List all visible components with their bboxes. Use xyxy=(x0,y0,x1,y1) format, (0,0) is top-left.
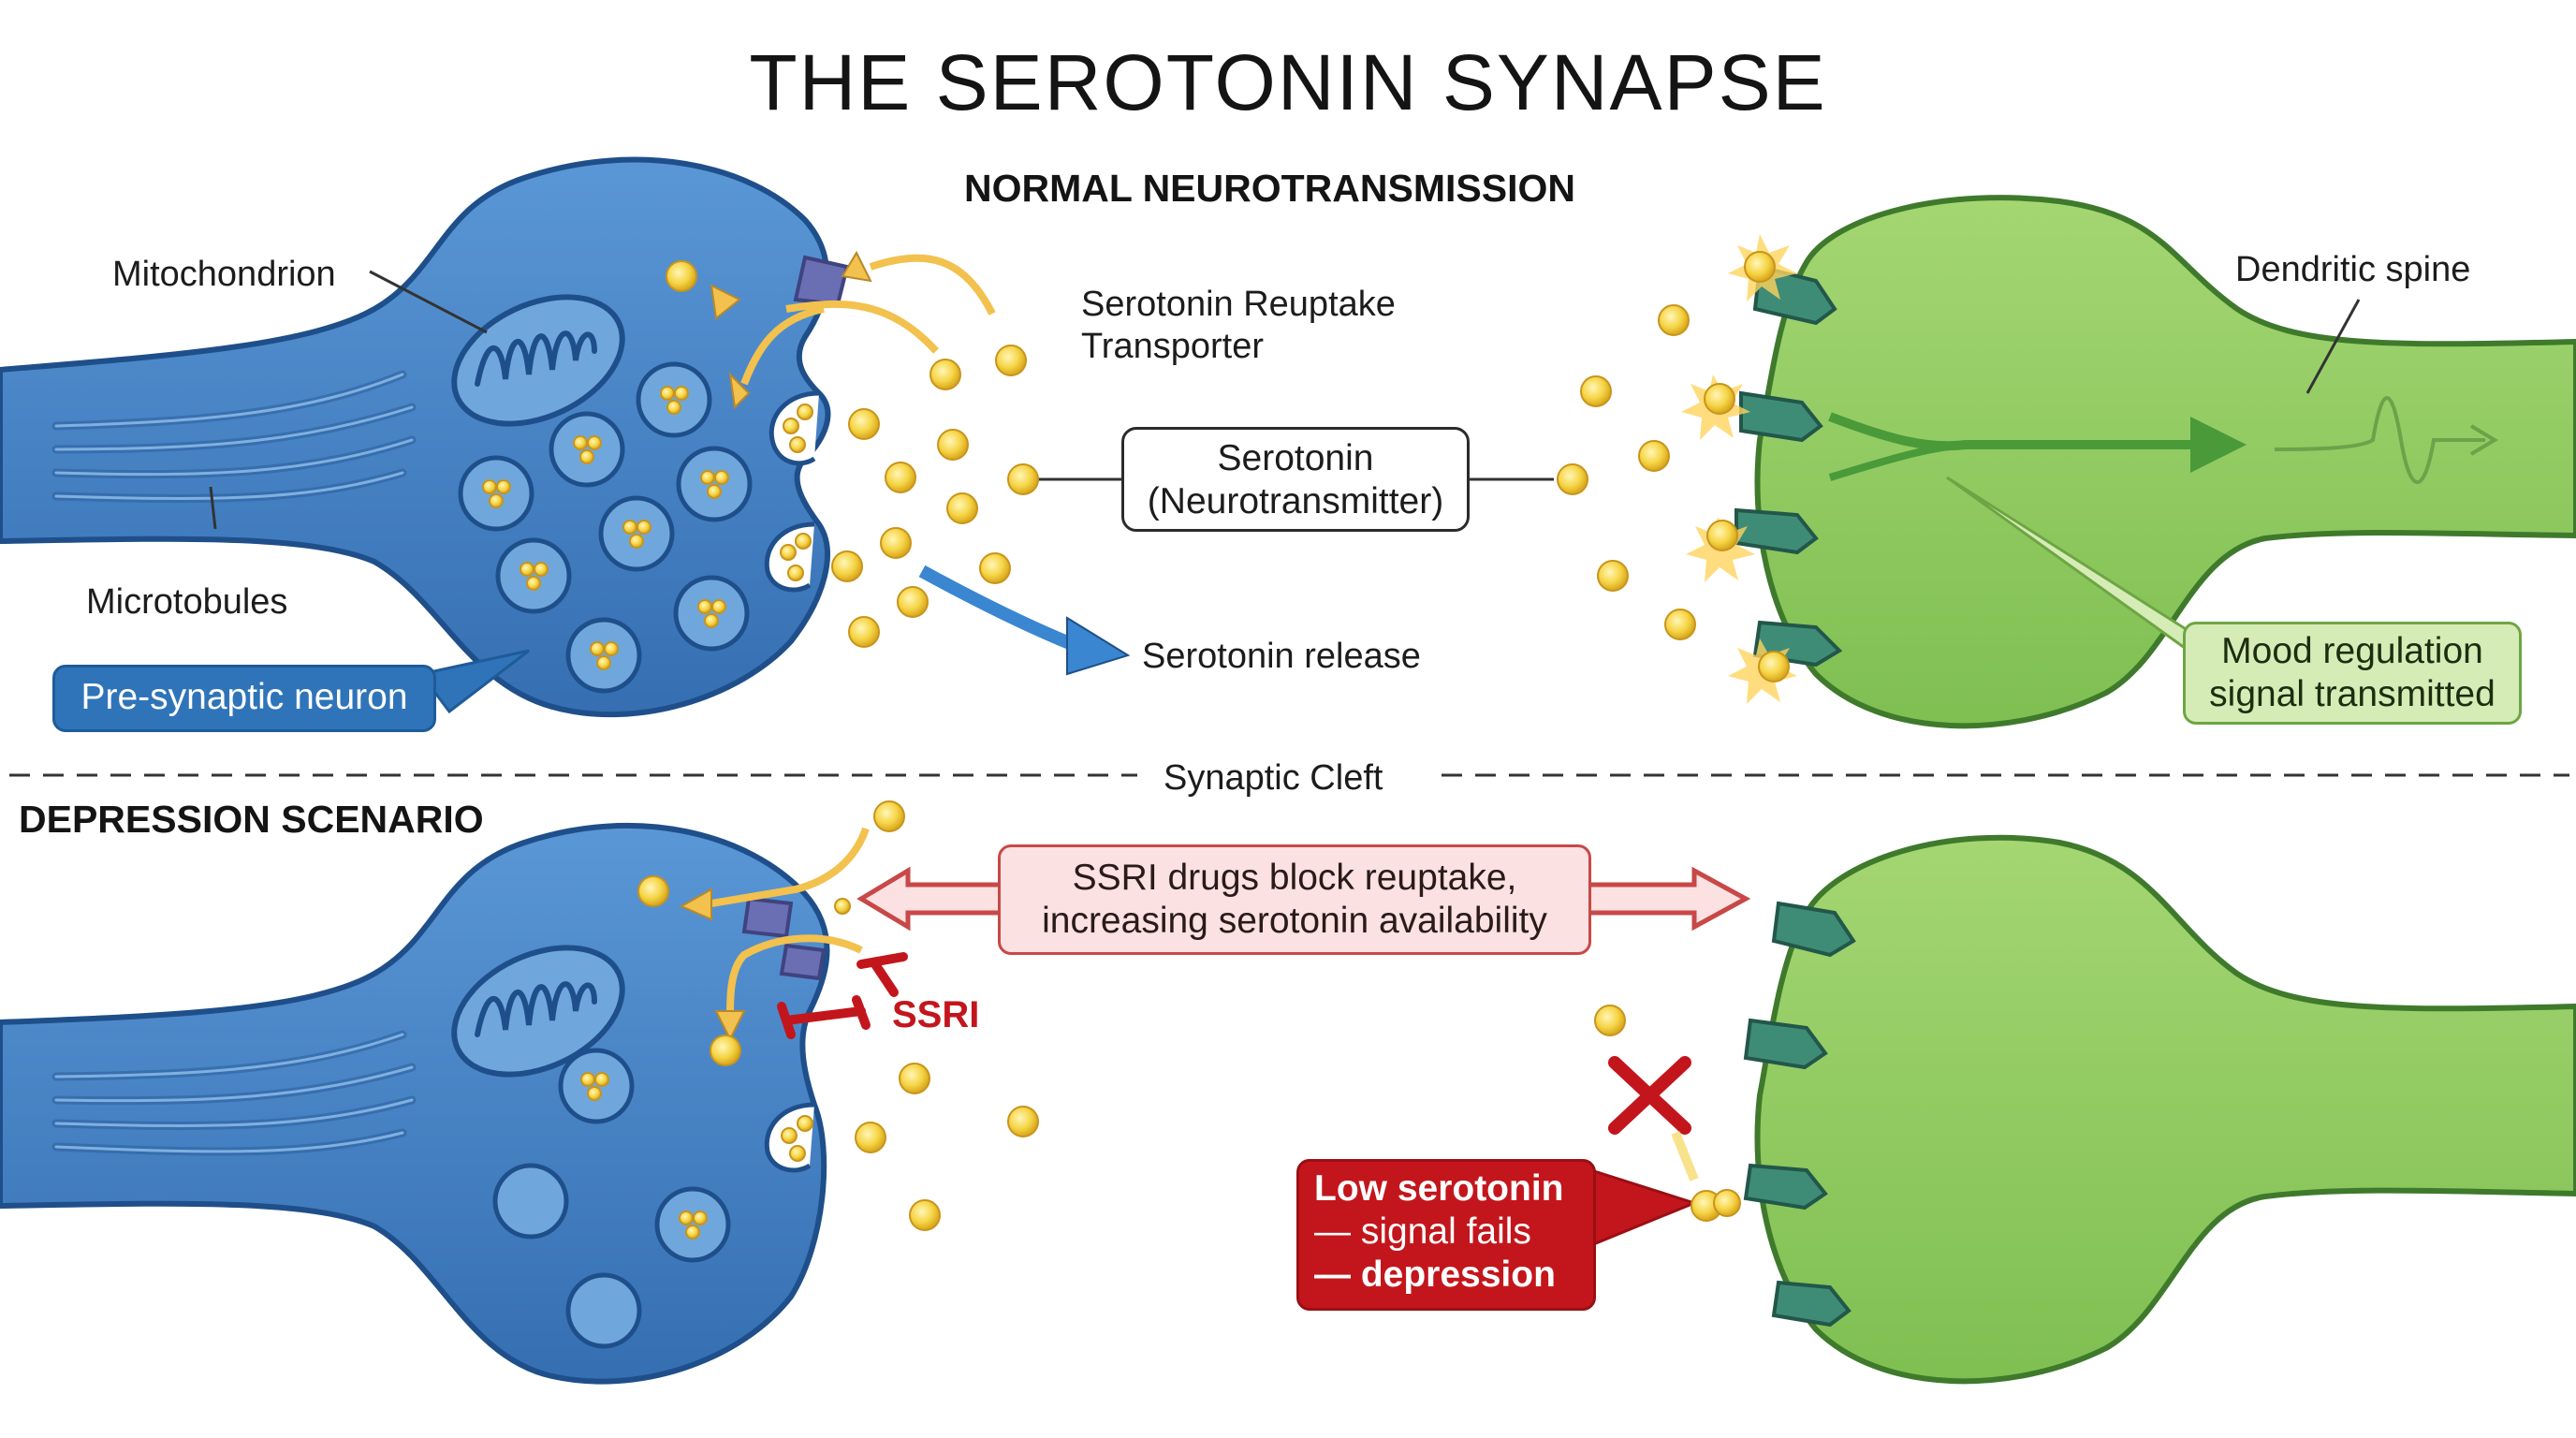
serotonin-label-line2: (Neurotransmitter) xyxy=(1147,481,1444,521)
dendritic-spine-label: Dendritic spine xyxy=(2235,250,2471,289)
reuptake-arrows-bottom xyxy=(710,827,870,1017)
reuptake-transporter-label-line2: Transporter xyxy=(1081,327,1264,366)
mood-label-line1: Mood regulation xyxy=(2221,631,2483,671)
mitochondrion-bottom xyxy=(451,945,625,1078)
serotonin-release-label: Serotonin release xyxy=(1142,637,1421,676)
reuptake-arrowheads-top xyxy=(710,250,872,410)
synaptic-cleft-label: Synaptic Cleft xyxy=(1164,758,1383,798)
release-arrow-top xyxy=(918,565,1131,676)
presynaptic-neuron-label: Pre-synaptic neuron xyxy=(52,665,436,732)
blocked-signal-trail xyxy=(1671,1131,1699,1181)
postsynaptic-neuron-top xyxy=(1754,195,2576,729)
low-serotonin-box: Low serotonin — signal fails — depressio… xyxy=(1296,1159,1596,1311)
reuptake-transporter-bottom xyxy=(741,896,827,981)
low-serotonin-label-tail xyxy=(1589,1167,1699,1248)
mitochondrion-top xyxy=(451,294,625,427)
serotonin-molecules xyxy=(482,251,1790,1240)
mood-label-line2: signal transmitted xyxy=(2209,674,2496,714)
postsynaptic-neuron-bottom xyxy=(1754,834,2576,1385)
signal-arrow-top xyxy=(1828,396,2498,484)
mood-regulation-box: Mood regulation signal transmitted xyxy=(2183,622,2522,725)
serotonin-label-line1: Serotonin xyxy=(1217,438,1374,478)
diagram-title: THE SEROTONIN SYNAPSE xyxy=(749,38,1827,126)
reuptake-transporter-label-line1: Serotonin Reuptake xyxy=(1081,285,1396,324)
ssri-info-line2: increasing serotonin availability xyxy=(1042,901,1547,941)
ssri-label: SSRI xyxy=(892,994,980,1035)
low-serotonin-line3: — depression xyxy=(1314,1255,1556,1295)
reuptake-arrowheads-bottom xyxy=(679,888,746,1042)
vesicles-top xyxy=(458,361,753,694)
microtubules-label: Microtobules xyxy=(86,582,288,622)
serotonin-label-box: Serotonin (Neurotransmitter) xyxy=(1121,427,1470,532)
depression-section-heading: DEPRESSION SCENARIO xyxy=(19,798,484,841)
mitochondrion-label: Mitochondrion xyxy=(112,255,336,294)
low-serotonin-line2: — signal fails xyxy=(1314,1211,1531,1252)
normal-section-heading: NORMAL NEUROTRANSMISSION xyxy=(964,167,1575,210)
low-serotonin-line1: Low serotonin xyxy=(1314,1168,1564,1209)
ssri-blockers xyxy=(777,952,908,1039)
reuptake-arrows-top xyxy=(740,254,996,386)
ssri-info-line1: SSRI drugs block reuptake, xyxy=(1072,858,1517,898)
blocked-signal-x xyxy=(1608,1056,1691,1135)
presynaptic-neuron-top xyxy=(0,156,831,718)
leader-lines xyxy=(209,270,2361,530)
receptors-bottom xyxy=(1743,901,1856,1328)
presynaptic-neuron-bottom xyxy=(0,822,830,1385)
ssri-info-box: SSRI drugs block reuptake, increasing se… xyxy=(998,844,1591,955)
reuptake-transporter-top xyxy=(793,255,850,307)
